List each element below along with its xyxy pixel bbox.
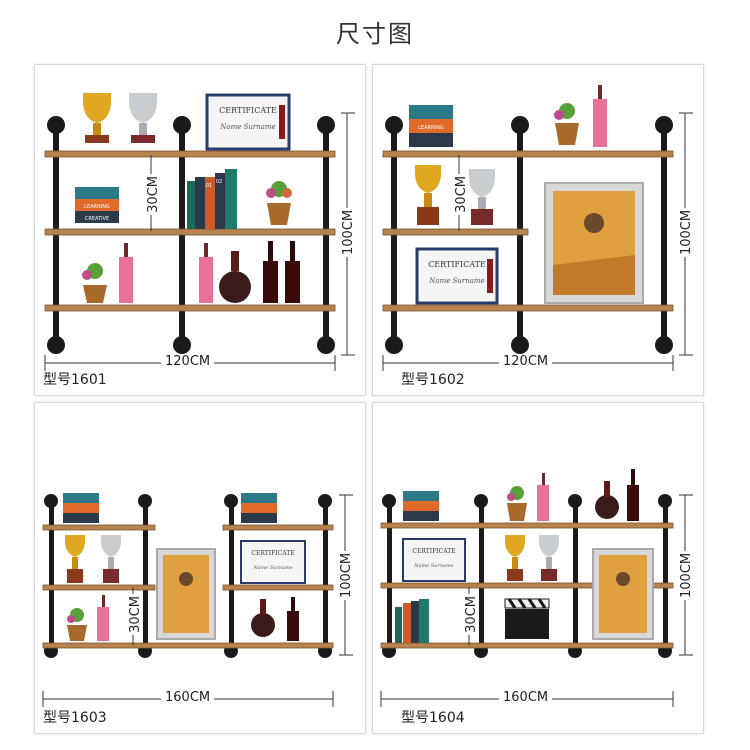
shelf-gap-label: 30CM: [127, 594, 143, 635]
wine-bottle-icon: [263, 241, 278, 303]
books-icon: LEARNING: [409, 105, 453, 147]
shelf-gap-label: 30CM: [453, 174, 469, 215]
model-label: 型号1601: [43, 372, 107, 388]
svg-text:CERTIFICATE: CERTIFICATE: [219, 106, 277, 115]
pink-bottle-icon: [119, 243, 133, 303]
trophy-icon: [129, 93, 157, 143]
picture-frame-icon: [156, 548, 216, 640]
pink-bottle-icon: [593, 85, 607, 147]
pink-bottle-icon: [97, 595, 109, 641]
page-title: 尺寸图: [336, 20, 414, 48]
svg-text:02: 02: [216, 179, 222, 185]
wine-bottle-icon: [285, 241, 300, 303]
wine-bottle-icon: [595, 481, 619, 519]
plant-icon: [67, 608, 87, 641]
books-icon: LEARNING CREATIVE: [75, 187, 119, 223]
pink-bottle-icon: [537, 473, 549, 521]
model-label: 型号1603: [43, 710, 107, 726]
svg-text:Name Surname: Name Surname: [219, 123, 275, 131]
height-label: 100CM: [339, 550, 355, 601]
height-label: 100CM: [679, 207, 695, 258]
shelf-drawing-1604: CERTIFICATE Name Surname: [380, 469, 693, 707]
books-icon: [403, 491, 439, 521]
plant-icon: [266, 181, 292, 225]
books-upright-icon: 01 02: [187, 169, 237, 229]
svg-text:LEARNING: LEARNING: [418, 125, 444, 131]
trophy-icon: [415, 165, 441, 225]
certificate-icon: CERTIFICATE Name Surname: [240, 540, 306, 584]
svg-text:Name Surname: Name Surname: [413, 563, 454, 569]
shelf-drawing-1602: LEARNING CERTIFICATE Name Surname: [382, 85, 693, 371]
svg-text:Name Surname: Name Surname: [252, 565, 293, 571]
certificate-icon: CERTIFICATE Name Surname: [402, 538, 466, 582]
svg-text:CERTIFICATE: CERTIFICATE: [428, 260, 486, 269]
pink-bottle-icon: [199, 243, 213, 303]
books-icon: [63, 493, 99, 523]
certificate-icon: CERTIFICATE Name Surname: [415, 247, 499, 305]
books-icon: [241, 493, 277, 523]
wine-bottle-icon: [627, 469, 639, 521]
svg-text:Name Surname: Name Surname: [428, 277, 484, 285]
shelf-panel-1601: CERTIFICATE Name Surname LEARNING CREATI…: [34, 64, 366, 396]
width-label: 160CM: [161, 690, 215, 705]
trophy-icon: [539, 535, 559, 581]
shelf-panel-1604: CERTIFICATE Name Surname: [372, 402, 704, 734]
picture-frame-icon: [592, 548, 654, 640]
clapperboard-icon: [504, 598, 550, 639]
trophy-icon: [469, 169, 495, 225]
shelf-panel-1602: LEARNING CERTIFICATE Name Surname: [372, 64, 704, 396]
plant-icon: [82, 263, 107, 303]
svg-text:CREATIVE: CREATIVE: [85, 216, 109, 222]
model-label: 型号1604: [401, 710, 465, 726]
width-label: 120CM: [499, 354, 553, 369]
svg-text:01: 01: [206, 183, 212, 189]
svg-text:CERTIFICATE: CERTIFICATE: [412, 548, 455, 555]
plant-icon: [507, 486, 527, 521]
books-upright-icon: [395, 599, 429, 643]
wine-bottle-icon: [251, 599, 275, 637]
width-label: 120CM: [161, 354, 215, 369]
shelf-panel-1603: CERTIFICATE Name Surname 160CM 100CM 30C…: [34, 402, 366, 734]
shelf-gap-label: 30CM: [463, 594, 479, 635]
shelf-drawing-1603: CERTIFICATE Name Surname: [42, 493, 353, 707]
svg-text:CERTIFICATE: CERTIFICATE: [251, 550, 294, 557]
wine-bottle-icon: [287, 597, 299, 641]
certificate-icon: CERTIFICATE Name Surname: [205, 93, 291, 151]
svg-text:LEARNING: LEARNING: [84, 204, 110, 210]
model-label: 型号1602: [401, 372, 465, 388]
shelf-gap-label: 30CM: [145, 174, 161, 215]
shelf-drawing-1601: CERTIFICATE Name Surname LEARNING CREATI…: [44, 93, 355, 371]
trophy-icon: [101, 535, 121, 583]
picture-frame-icon: [544, 182, 644, 304]
plant-icon: [554, 103, 579, 145]
trophy-icon: [65, 535, 85, 583]
trophy-icon: [505, 535, 525, 581]
wine-bottle-icon: [219, 251, 251, 303]
trophy-icon: [83, 93, 111, 143]
height-label: 100CM: [679, 550, 695, 601]
height-label: 100CM: [341, 207, 357, 258]
width-label: 160CM: [499, 690, 553, 705]
